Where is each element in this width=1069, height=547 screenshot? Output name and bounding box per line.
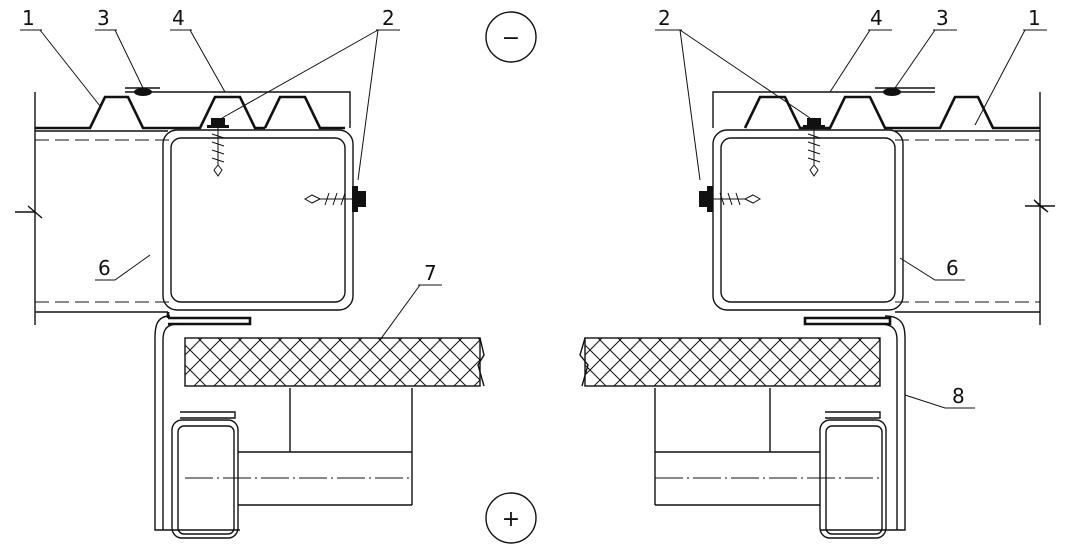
right-lower-frame-inner: [825, 425, 883, 535]
left-label-6: 6: [98, 256, 111, 280]
right-lower-lip: [825, 411, 881, 419]
left-assembly: 1 3 4 2 6 7: [15, 6, 485, 539]
left-profiled-sheet: [35, 95, 265, 130]
right-lower-frame-outer: [819, 419, 887, 539]
left-profiled-sheet-end: [263, 95, 345, 130]
right-flashing: [712, 91, 935, 128]
right-leader-1: [974, 29, 1026, 126]
right-rivet: [883, 88, 901, 96]
right-channel-inner: [879, 323, 898, 530]
right-bracket-plate: [803, 316, 892, 326]
left-leader-4: [189, 29, 226, 93]
right-tube-inner: [720, 137, 896, 303]
left-side-screw: [303, 186, 366, 212]
right-insulation-panel: [584, 337, 881, 387]
right-profiled-sheet: [743, 95, 1040, 130]
left-channel-inner: [162, 323, 179, 530]
left-leader-3: [114, 29, 144, 89]
left-leader-6: [95, 254, 151, 281]
left-label-4: 4: [172, 6, 185, 30]
right-channel-outer: [820, 315, 906, 531]
right-label-1: 1: [1028, 6, 1041, 30]
right-insulation-break: [579, 337, 589, 387]
right-assembly: 2 4 3 1 6 8: [579, 6, 1055, 539]
right-tube-outer: [712, 129, 904, 311]
right-break-mark: [1025, 199, 1055, 213]
plus-sign-marker: +: [485, 492, 537, 544]
minus-sign-marker: −: [485, 11, 537, 63]
right-leader-2: [679, 29, 811, 181]
left-insulation-panel: [184, 337, 481, 387]
left-label-2: 2: [382, 6, 395, 30]
right-leader-3: [894, 29, 936, 89]
left-label-1: 1: [22, 6, 35, 30]
right-label-6: 6: [946, 256, 959, 280]
right-label-2: 2: [658, 6, 671, 30]
left-top-screw: [207, 118, 229, 177]
left-tube-inner: [170, 137, 346, 303]
left-channel-outer: [154, 315, 240, 531]
right-leader-8: [904, 394, 975, 409]
right-label-8: 8: [952, 384, 965, 408]
left-break-mark: [15, 205, 43, 219]
left-label-3: 3: [97, 6, 110, 30]
left-leader-1: [39, 29, 101, 107]
right-side-screw: [699, 186, 762, 212]
left-lower-frame-outer: [171, 419, 239, 539]
left-rivet: [134, 88, 152, 96]
right-leader-6: [899, 257, 965, 281]
left-tube-outer: [162, 129, 354, 311]
minus-sign-text: −: [502, 26, 520, 51]
right-top-screw: [803, 118, 825, 177]
left-lower-lip: [180, 411, 236, 419]
plus-sign-text: +: [502, 507, 520, 532]
right-label-4: 4: [870, 6, 883, 30]
left-leader-2: [221, 29, 379, 181]
left-leader-7: [379, 284, 421, 341]
left-lower-frame-inner: [177, 425, 235, 535]
left-bracket-plate: [166, 312, 252, 326]
right-label-3: 3: [936, 6, 949, 30]
left-label-7: 7: [424, 261, 437, 285]
left-flashing: [125, 91, 351, 128]
left-insulation-break: [477, 337, 485, 387]
right-leader-4: [829, 29, 871, 93]
